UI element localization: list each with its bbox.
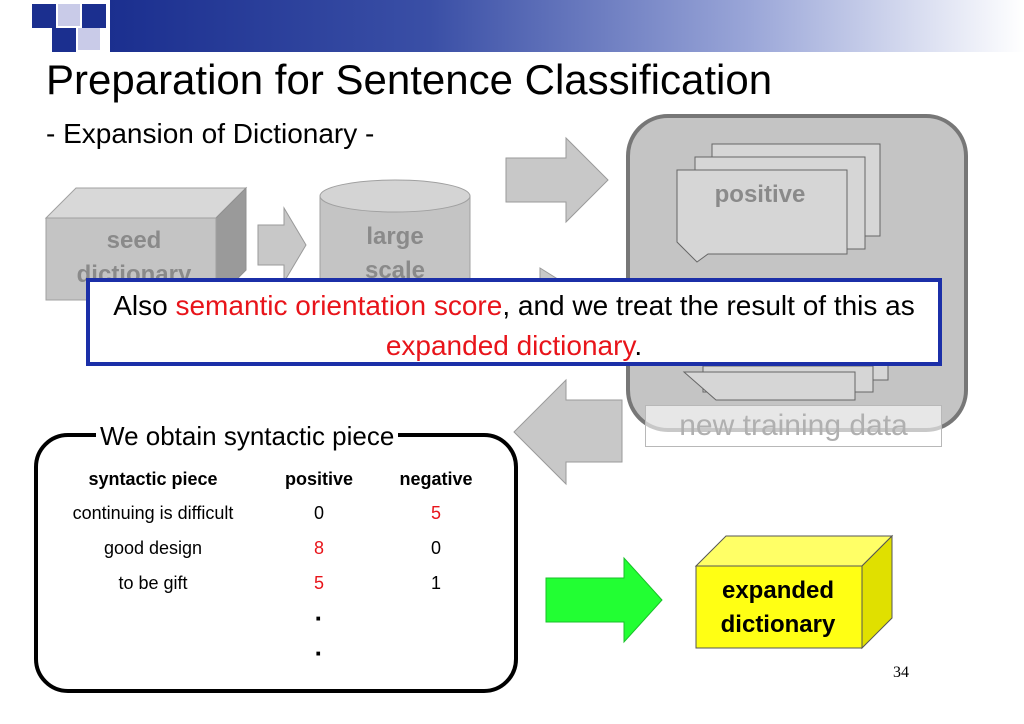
cell-piece: continuing is difficult [72,503,234,523]
table-row: to be gift 5 1 [48,566,492,601]
arrow-back-left [513,378,623,486]
header-square-2 [58,4,80,26]
callout-text-3: . [634,330,643,361]
callout-highlight-dictionary: expanded dictionary [385,330,635,361]
positive-label: positive [714,181,806,208]
arrow-to-panel-top [505,136,609,224]
table-ellipsis-row: · [48,636,492,671]
expanded-dictionary-label: expanded dictionary [720,577,836,638]
header-gradient-bar [110,0,1024,52]
cell-positive: 5 [313,573,324,593]
callout-box: Also semantic orientation score, and we … [86,278,942,366]
arrow-seed-to-scale [257,206,307,284]
header-square-1 [32,4,56,28]
cell-negative: 0 [430,538,441,558]
column-header-negative: negative [399,468,473,489]
page-subtitle: - Expansion of Dictionary - [46,118,375,149]
cell-negative: 5 [430,503,441,523]
large-scale-label: large scale [364,223,426,284]
table-row: good design 8 0 [48,531,492,566]
cell-piece: good design [103,538,203,558]
callout-text-2: , and we treat the result of this as [502,290,915,321]
page-title: Preparation for Sentence Classification [46,56,773,103]
positive-documents [676,143,881,263]
cell-positive: 8 [313,538,324,558]
page-number: 34 [893,664,909,681]
callout-highlight-score: semantic orientation score [175,290,503,321]
cell-negative: 1 [430,573,441,593]
green-arrow [545,556,663,644]
column-header-piece: syntactic piece [88,468,218,489]
table-ellipsis-row: · [48,601,492,636]
column-header-positive: positive [284,468,354,489]
callout-text-1: Also [113,290,176,321]
syntactic-piece-table: syntactic piece positive negative contin… [48,462,492,671]
header-square-4 [52,28,76,52]
cell-positive: 0 [313,503,324,523]
expanded-dictionary-box [694,534,894,650]
table-header-row: syntactic piece positive negative [48,462,492,496]
new-training-data-label: new training data [645,405,942,447]
header-square-3 [82,4,106,28]
table-row: continuing is difficult 0 5 [48,496,492,531]
ellipsis-dot: · [314,603,324,633]
syntactic-piece-title: We obtain syntactic piece [96,421,399,452]
cell-piece: to be gift [118,573,188,593]
header-square-5 [78,28,100,50]
ellipsis-dot: · [314,638,324,668]
